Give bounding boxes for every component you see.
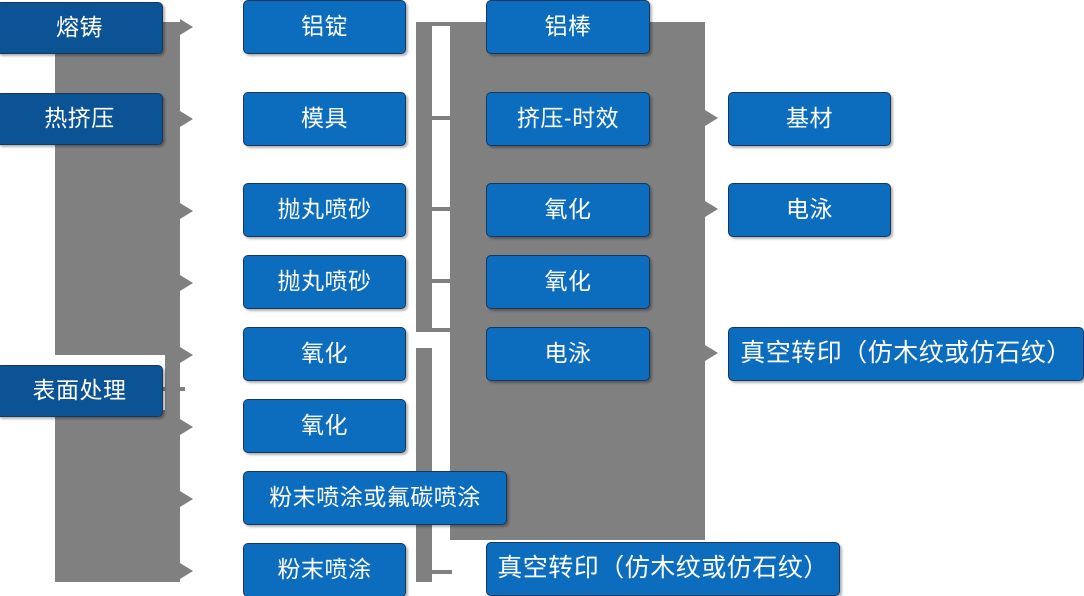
- node-mould[interactable]: 模具: [243, 92, 406, 146]
- node-aluminium-bar[interactable]: 铝棒: [486, 0, 650, 54]
- node-electrophoresis-1-label: 电泳: [544, 340, 592, 367]
- node-aluminium-bar-label: 铝棒: [544, 13, 592, 40]
- node-powder-spray-label: 粉末喷涂: [277, 556, 372, 583]
- connector-mid-tick-1: [430, 22, 452, 26]
- stage-surface-treatment[interactable]: 表面处理: [0, 365, 163, 417]
- node-oxidation-1-label: 氧化: [301, 340, 348, 367]
- node-powder-or-pvdf-spray[interactable]: 粉末喷涂或氟碳喷涂: [243, 471, 507, 525]
- stage-hot-extrusion-label: 热挤压: [44, 105, 115, 132]
- node-oxidation-2[interactable]: 氧化: [243, 399, 406, 453]
- node-mould-label: 模具: [301, 105, 348, 132]
- node-powder-spray[interactable]: 粉末喷涂: [243, 543, 406, 596]
- connector-arrow-to-col2-5: [180, 347, 193, 363]
- node-electrophoresis-1[interactable]: 电泳: [486, 327, 650, 381]
- node-aluminium-ingot-label: 铝锭: [301, 13, 348, 40]
- connector-mid-tick-3: [430, 207, 452, 211]
- node-oxidation-4[interactable]: 氧化: [486, 255, 650, 309]
- connector-arrow-down-melt: [68, 70, 84, 82]
- node-base-material-label: 基材: [786, 105, 833, 132]
- connector-arrow-to-col4-2: [705, 201, 718, 217]
- connector-arrow-to-col2-8: [180, 563, 193, 579]
- node-vacuum-transfer-right[interactable]: 真空转印（仿木纹或仿石纹）: [728, 327, 1084, 381]
- node-vacuum-transfer-bottom[interactable]: 真空转印（仿木纹或仿石纹）: [486, 542, 840, 596]
- connector-mid-tick-5: [430, 328, 452, 332]
- connector-arrow-to-col2-3: [180, 203, 193, 219]
- node-aluminium-ingot[interactable]: 铝锭: [243, 0, 406, 54]
- node-oxidation-4-label: 氧化: [544, 268, 592, 295]
- node-shot-blasting-1-label: 抛丸喷砂: [277, 196, 372, 223]
- node-extrusion-aging-label: 挤压-时效: [516, 105, 620, 132]
- connector-arrow-to-col2-7: [180, 491, 193, 507]
- connector-arrow-to-col4-3: [705, 345, 718, 361]
- node-vacuum-transfer-bottom-label: 真空转印（仿木纹或仿石纹）: [497, 554, 829, 583]
- node-powder-or-pvdf-spray-label: 粉末喷涂或氟碳喷涂: [269, 484, 481, 511]
- node-shot-blasting-1[interactable]: 抛丸喷砂: [243, 183, 406, 237]
- connector-mid-tick-4: [430, 279, 452, 283]
- stage-melt-cast[interactable]: 熔铸: [0, 2, 163, 54]
- connector-arrow-to-col2-4: [180, 275, 193, 291]
- connector-left-trunk-lower: [165, 22, 180, 582]
- connector-arrow-to-col2-2: [180, 111, 193, 127]
- node-extrusion-aging[interactable]: 挤压-时效: [486, 92, 650, 146]
- stage-surface-treatment-label: 表面处理: [32, 377, 127, 404]
- node-oxidation-2-label: 氧化: [301, 412, 348, 439]
- stage-melt-cast-label: 熔铸: [56, 14, 103, 41]
- node-vacuum-transfer-right-label: 真空转印（仿木纹或仿石纹）: [740, 339, 1072, 368]
- connector-mid-tick-2: [430, 116, 452, 120]
- node-base-material[interactable]: 基材: [728, 92, 891, 146]
- node-oxidation-3-label: 氧化: [544, 196, 592, 223]
- node-oxidation-1[interactable]: 氧化: [243, 327, 406, 381]
- stage-hot-extrusion[interactable]: 热挤压: [0, 93, 163, 145]
- node-oxidation-3[interactable]: 氧化: [486, 183, 650, 237]
- connector-mid-collector-upper: [416, 22, 432, 332]
- connector-arrow-to-col2-1: [180, 19, 193, 35]
- connector-mid-collector-lower: [416, 348, 432, 582]
- node-shot-blasting-2[interactable]: 抛丸喷砂: [243, 255, 406, 309]
- node-electrophoresis-2[interactable]: 电泳: [728, 183, 891, 237]
- node-electrophoresis-2-label: 电泳: [786, 196, 833, 223]
- connector-surface-treatment-stub: [160, 387, 185, 391]
- connector-arrow-to-col4-1: [705, 110, 718, 126]
- connector-arrow-to-col2-6: [180, 419, 193, 435]
- connector-mid-tick-6: [430, 570, 452, 574]
- node-shot-blasting-2-label: 抛丸喷砂: [277, 268, 372, 295]
- connector-arrow-down-surface: [68, 343, 84, 355]
